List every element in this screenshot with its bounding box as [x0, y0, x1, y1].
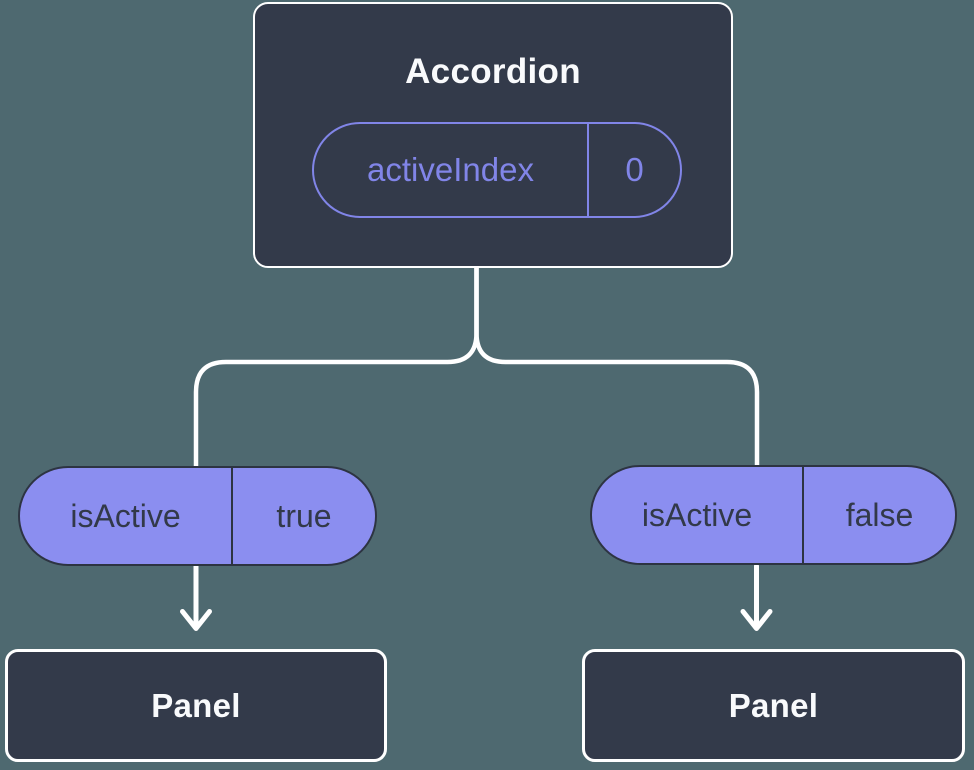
arrow-down-right-icon [740, 563, 773, 631]
prop-value: true [276, 497, 332, 534]
panel-node-right: Panel [582, 649, 965, 762]
prop-value: false [845, 496, 914, 533]
prop-name: isActive [592, 467, 804, 563]
state-name: activeIndex [314, 124, 589, 216]
prop-name: isActive [20, 468, 233, 564]
branch-left-line [193, 268, 479, 466]
panel-node-left: Panel [5, 649, 387, 762]
panel-label: Panel [151, 686, 241, 724]
state-value: 0 [625, 151, 644, 188]
prop-pill-right: isActive false [590, 465, 957, 565]
prop-pill-left: isActive true [18, 466, 377, 566]
arrow-down-left-icon [180, 563, 212, 631]
accordion-node: Accordion activeIndex 0 [253, 2, 733, 268]
panel-label: Panel [728, 686, 819, 724]
accordion-title: Accordion [405, 52, 581, 91]
state-pill: activeIndex 0 [312, 122, 682, 218]
branch-right-line [474, 268, 760, 466]
